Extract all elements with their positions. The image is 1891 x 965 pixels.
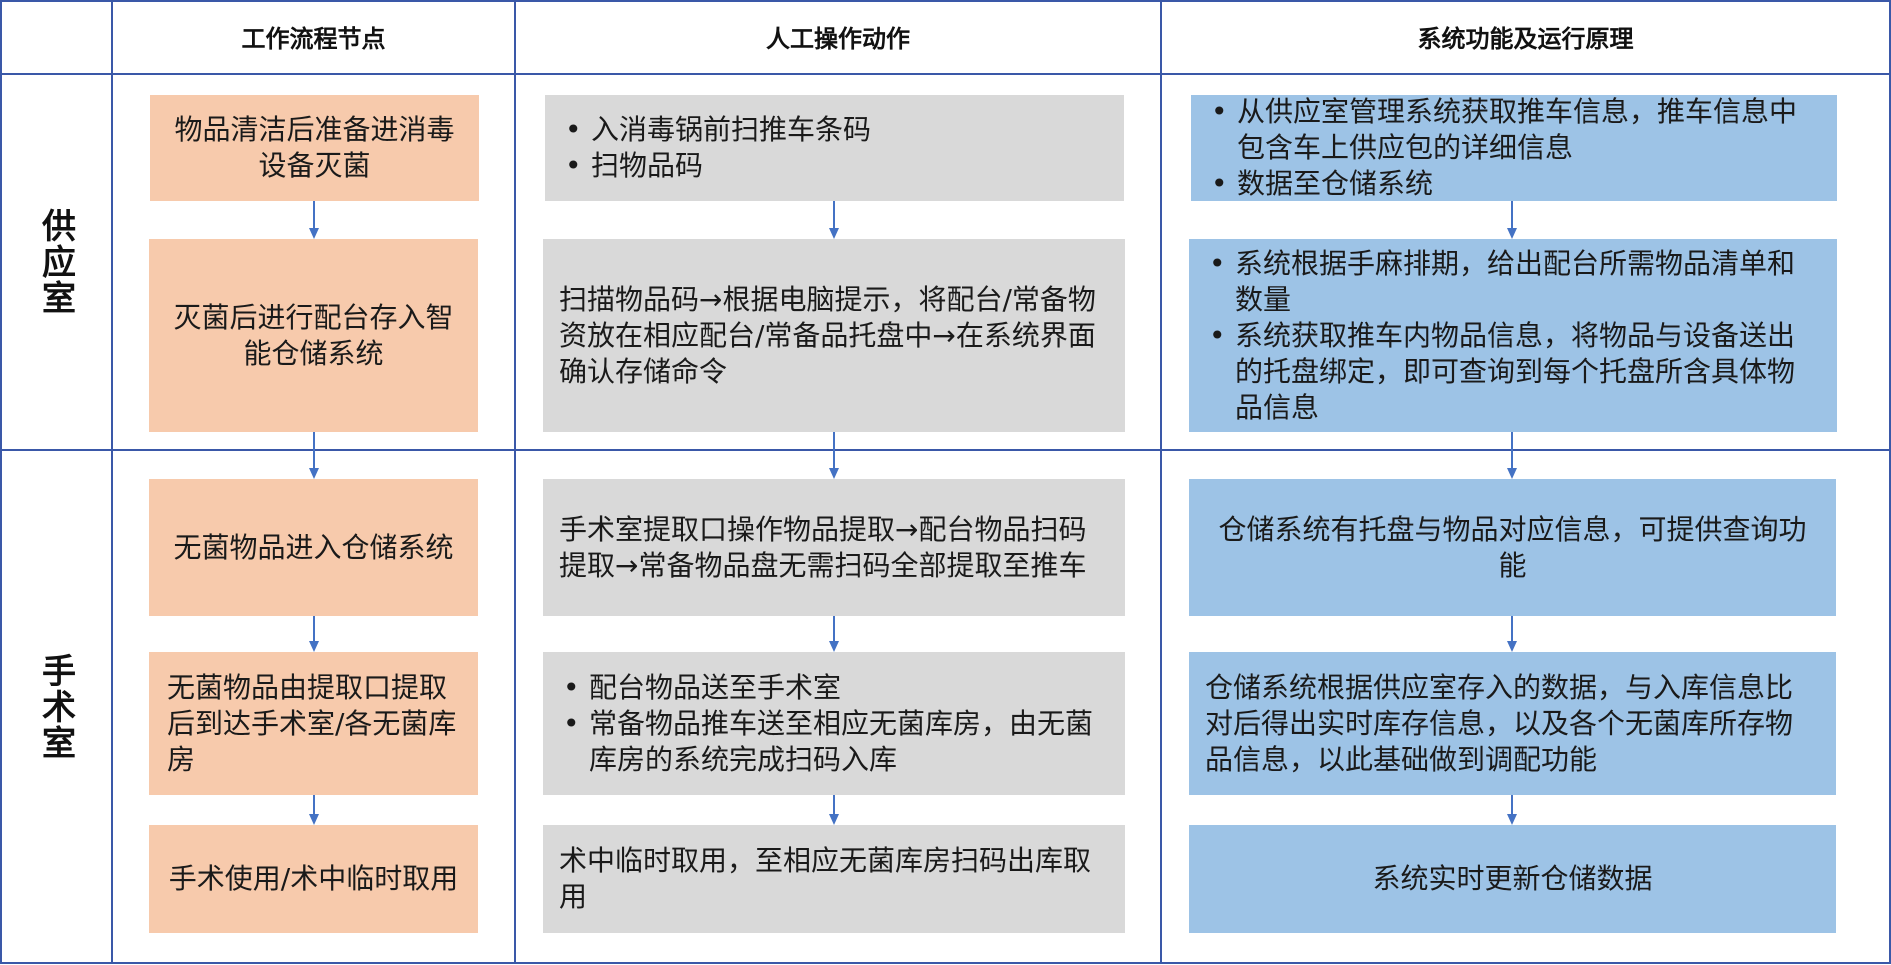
system-bullets: 从供应室管理系统获取推车信息，推车信息中包含车上供应包的详细信息 数据至仓储系统 <box>1207 94 1821 202</box>
down-arrow-icon <box>1506 616 1518 652</box>
action-bullet: 扫物品码 <box>565 148 1108 184</box>
header-system-function: 系统功能及运行原理 <box>1417 24 1634 53</box>
system-text: 系统实时更新仓储数据 <box>1372 862 1653 895</box>
action-bullet: 常备物品推车送至相应无菌库房，由无菌库房的系统完成扫码入库 <box>563 706 1109 778</box>
section-label: 供应室 <box>35 208 76 316</box>
system-bullet: 数据至仓储系统 <box>1211 166 1821 202</box>
system-box: 仓储系统有托盘与物品对应信息，可提供查询功能 <box>1189 479 1836 616</box>
action-bullets: 入消毒锅前扫推车条码 扫物品码 <box>561 112 1108 184</box>
action-box: 入消毒锅前扫推车条码 扫物品码 <box>545 95 1124 201</box>
header-workflow-node: 工作流程节点 <box>241 24 386 53</box>
down-arrow-icon <box>308 201 320 239</box>
down-arrow-icon <box>828 432 840 479</box>
node-text: 物品清洁后准备进消毒设备灭菌 <box>174 113 455 182</box>
node-box: 手术使用/术中临时取用 <box>149 825 478 933</box>
node-box: 灭菌后进行配台存入智能仓储系统 <box>149 239 478 432</box>
section-operating-room: 手术室 <box>0 451 112 962</box>
grid-line <box>1889 0 1891 964</box>
down-arrow-icon <box>308 795 320 825</box>
action-bullet: 入消毒锅前扫推车条码 <box>565 112 1108 148</box>
header-manual-action: 人工操作动作 <box>766 24 910 53</box>
grid-line <box>1160 0 1162 964</box>
action-bullets: 配台物品送至手术室 常备物品推车送至相应无菌库房，由无菌库房的系统完成扫码入库 <box>559 670 1109 778</box>
grid-line <box>0 449 1891 451</box>
down-arrow-icon <box>308 432 320 479</box>
section-label: 手术室 <box>35 652 76 761</box>
system-bullet: 系统获取推车内物品信息，将物品与设备送出的托盘绑定，即可查询到每个托盘所含具体物… <box>1209 318 1821 426</box>
section-supply-room: 供应室 <box>0 75 112 449</box>
system-text: 仓储系统根据供应室存入的数据，与入库信息比对后得出实时库存信息，以及各个无菌库所… <box>1205 670 1794 776</box>
system-bullet: 从供应室管理系统获取推车信息，推车信息中包含车上供应包的详细信息 <box>1211 94 1821 166</box>
action-box: 扫描物品码→根据电脑提示，将配台/常备物资放在相应配台/常备品托盘中→在系统界面… <box>543 239 1125 432</box>
action-box: 手术室提取口操作物品提取→配台物品扫码提取→常备物品盘无需扫码全部提取至推车 <box>543 479 1125 616</box>
node-text: 灭菌后进行配台存入智能仓储系统 <box>173 300 454 370</box>
action-bullet: 配台物品送至手术室 <box>563 670 1109 706</box>
action-text: 术中临时取用，至相应无菌库房扫码出库取用 <box>559 844 1092 913</box>
node-text: 手术使用/术中临时取用 <box>168 862 459 895</box>
system-box: 从供应室管理系统获取推车信息，推车信息中包含车上供应包的详细信息 数据至仓储系统 <box>1191 94 1837 202</box>
node-box: 物品清洁后准备进消毒设备灭菌 <box>150 95 479 201</box>
grid-line <box>0 0 1891 2</box>
down-arrow-icon <box>828 616 840 652</box>
action-box: 术中临时取用，至相应无菌库房扫码出库取用 <box>543 825 1125 933</box>
down-arrow-icon <box>1506 201 1518 239</box>
action-box: 配台物品送至手术室 常备物品推车送至相应无菌库房，由无菌库房的系统完成扫码入库 <box>543 652 1125 795</box>
system-bullet: 系统根据手麻排期，给出配台所需物品清单和数量 <box>1209 246 1821 318</box>
node-text: 无菌物品进入仓储系统 <box>173 530 454 564</box>
system-text: 仓储系统有托盘与物品对应信息，可提供查询功能 <box>1218 512 1807 582</box>
grid-line <box>514 0 516 964</box>
node-text: 无菌物品由提取口提取后到达手术室/各无菌库房 <box>167 670 457 776</box>
down-arrow-icon <box>828 795 840 825</box>
action-text: 扫描物品码→根据电脑提示，将配台/常备物资放在相应配台/常备品托盘中→在系统界面… <box>559 282 1096 388</box>
system-bullets: 系统根据手麻排期，给出配台所需物品清单和数量 系统获取推车内物品信息，将物品与设… <box>1205 246 1821 426</box>
system-box: 系统根据手麻排期，给出配台所需物品清单和数量 系统获取推车内物品信息，将物品与设… <box>1189 239 1837 432</box>
action-text: 手术室提取口操作物品提取→配台物品扫码提取→常备物品盘无需扫码全部提取至推车 <box>559 512 1087 582</box>
down-arrow-icon <box>1506 432 1518 479</box>
down-arrow-icon <box>308 616 320 652</box>
node-box: 无菌物品进入仓储系统 <box>149 479 478 616</box>
grid-line <box>0 73 1891 75</box>
down-arrow-icon <box>1506 795 1518 825</box>
down-arrow-icon <box>828 201 840 239</box>
grid-line <box>111 0 113 964</box>
grid-line <box>0 962 1891 964</box>
node-box: 无菌物品由提取口提取后到达手术室/各无菌库房 <box>149 652 478 795</box>
grid-line <box>0 0 2 964</box>
system-box: 仓储系统根据供应室存入的数据，与入库信息比对后得出实时库存信息，以及各个无菌库所… <box>1189 652 1836 795</box>
system-box: 系统实时更新仓储数据 <box>1189 825 1836 933</box>
